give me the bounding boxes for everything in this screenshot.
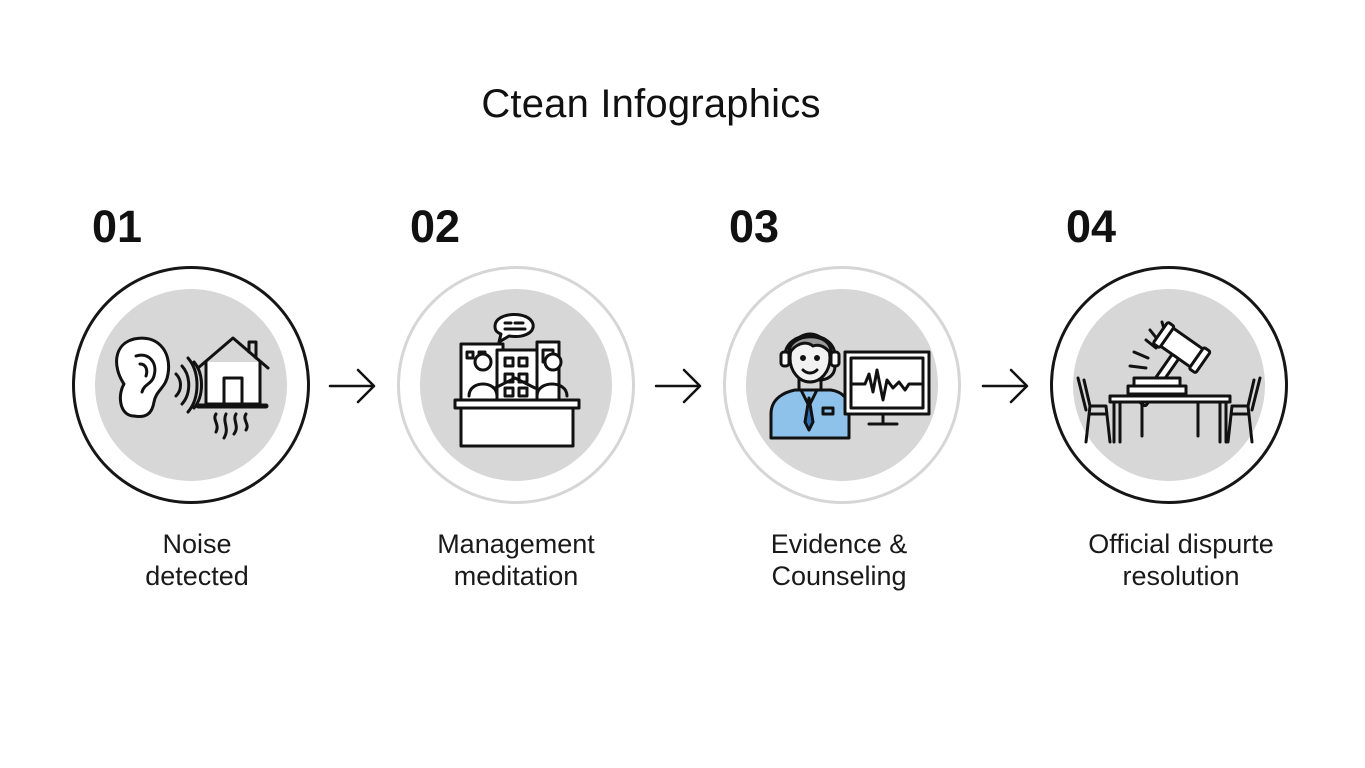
step-label-1: Noise detected bbox=[67, 528, 327, 592]
counselor-monitor-icon bbox=[769, 332, 931, 440]
step-circle-2 bbox=[397, 266, 635, 504]
step-label-4: Official dispurte resolution bbox=[1051, 528, 1311, 592]
step-number-3: 03 bbox=[729, 201, 780, 252]
arrow-right-icon bbox=[328, 368, 376, 404]
step-number-2: 02 bbox=[410, 201, 461, 252]
step-circle-3 bbox=[723, 266, 961, 504]
step-label-1-line2: detected bbox=[145, 561, 249, 591]
meeting-icon bbox=[453, 313, 581, 448]
gavel-table-icon bbox=[1076, 320, 1262, 444]
step-number-4: 04 bbox=[1066, 201, 1117, 252]
arrow-right-icon bbox=[654, 368, 702, 404]
step-label-2: Management meditation bbox=[386, 528, 646, 592]
arrow-right-icon bbox=[981, 368, 1029, 404]
step-label-4-line1: Official dispurte bbox=[1088, 529, 1274, 559]
step-label-3-line2: Counseling bbox=[771, 561, 907, 591]
ear-house-icon bbox=[115, 336, 270, 440]
step-label-2-line2: meditation bbox=[453, 561, 579, 591]
step-label-4-line2: resolution bbox=[1122, 561, 1240, 591]
infographic-title: Ctean Infographics bbox=[481, 82, 821, 126]
step-number-1: 01 bbox=[92, 201, 143, 252]
step-circle-1 bbox=[72, 266, 310, 504]
step-circle-4 bbox=[1050, 266, 1288, 504]
step-label-3-line1: Evidence & bbox=[770, 529, 908, 559]
step-label-2-line1: Management bbox=[437, 529, 595, 559]
step-label-1-line1: Noise bbox=[162, 529, 232, 559]
step-label-3: Evidence & Counseling bbox=[709, 528, 969, 592]
